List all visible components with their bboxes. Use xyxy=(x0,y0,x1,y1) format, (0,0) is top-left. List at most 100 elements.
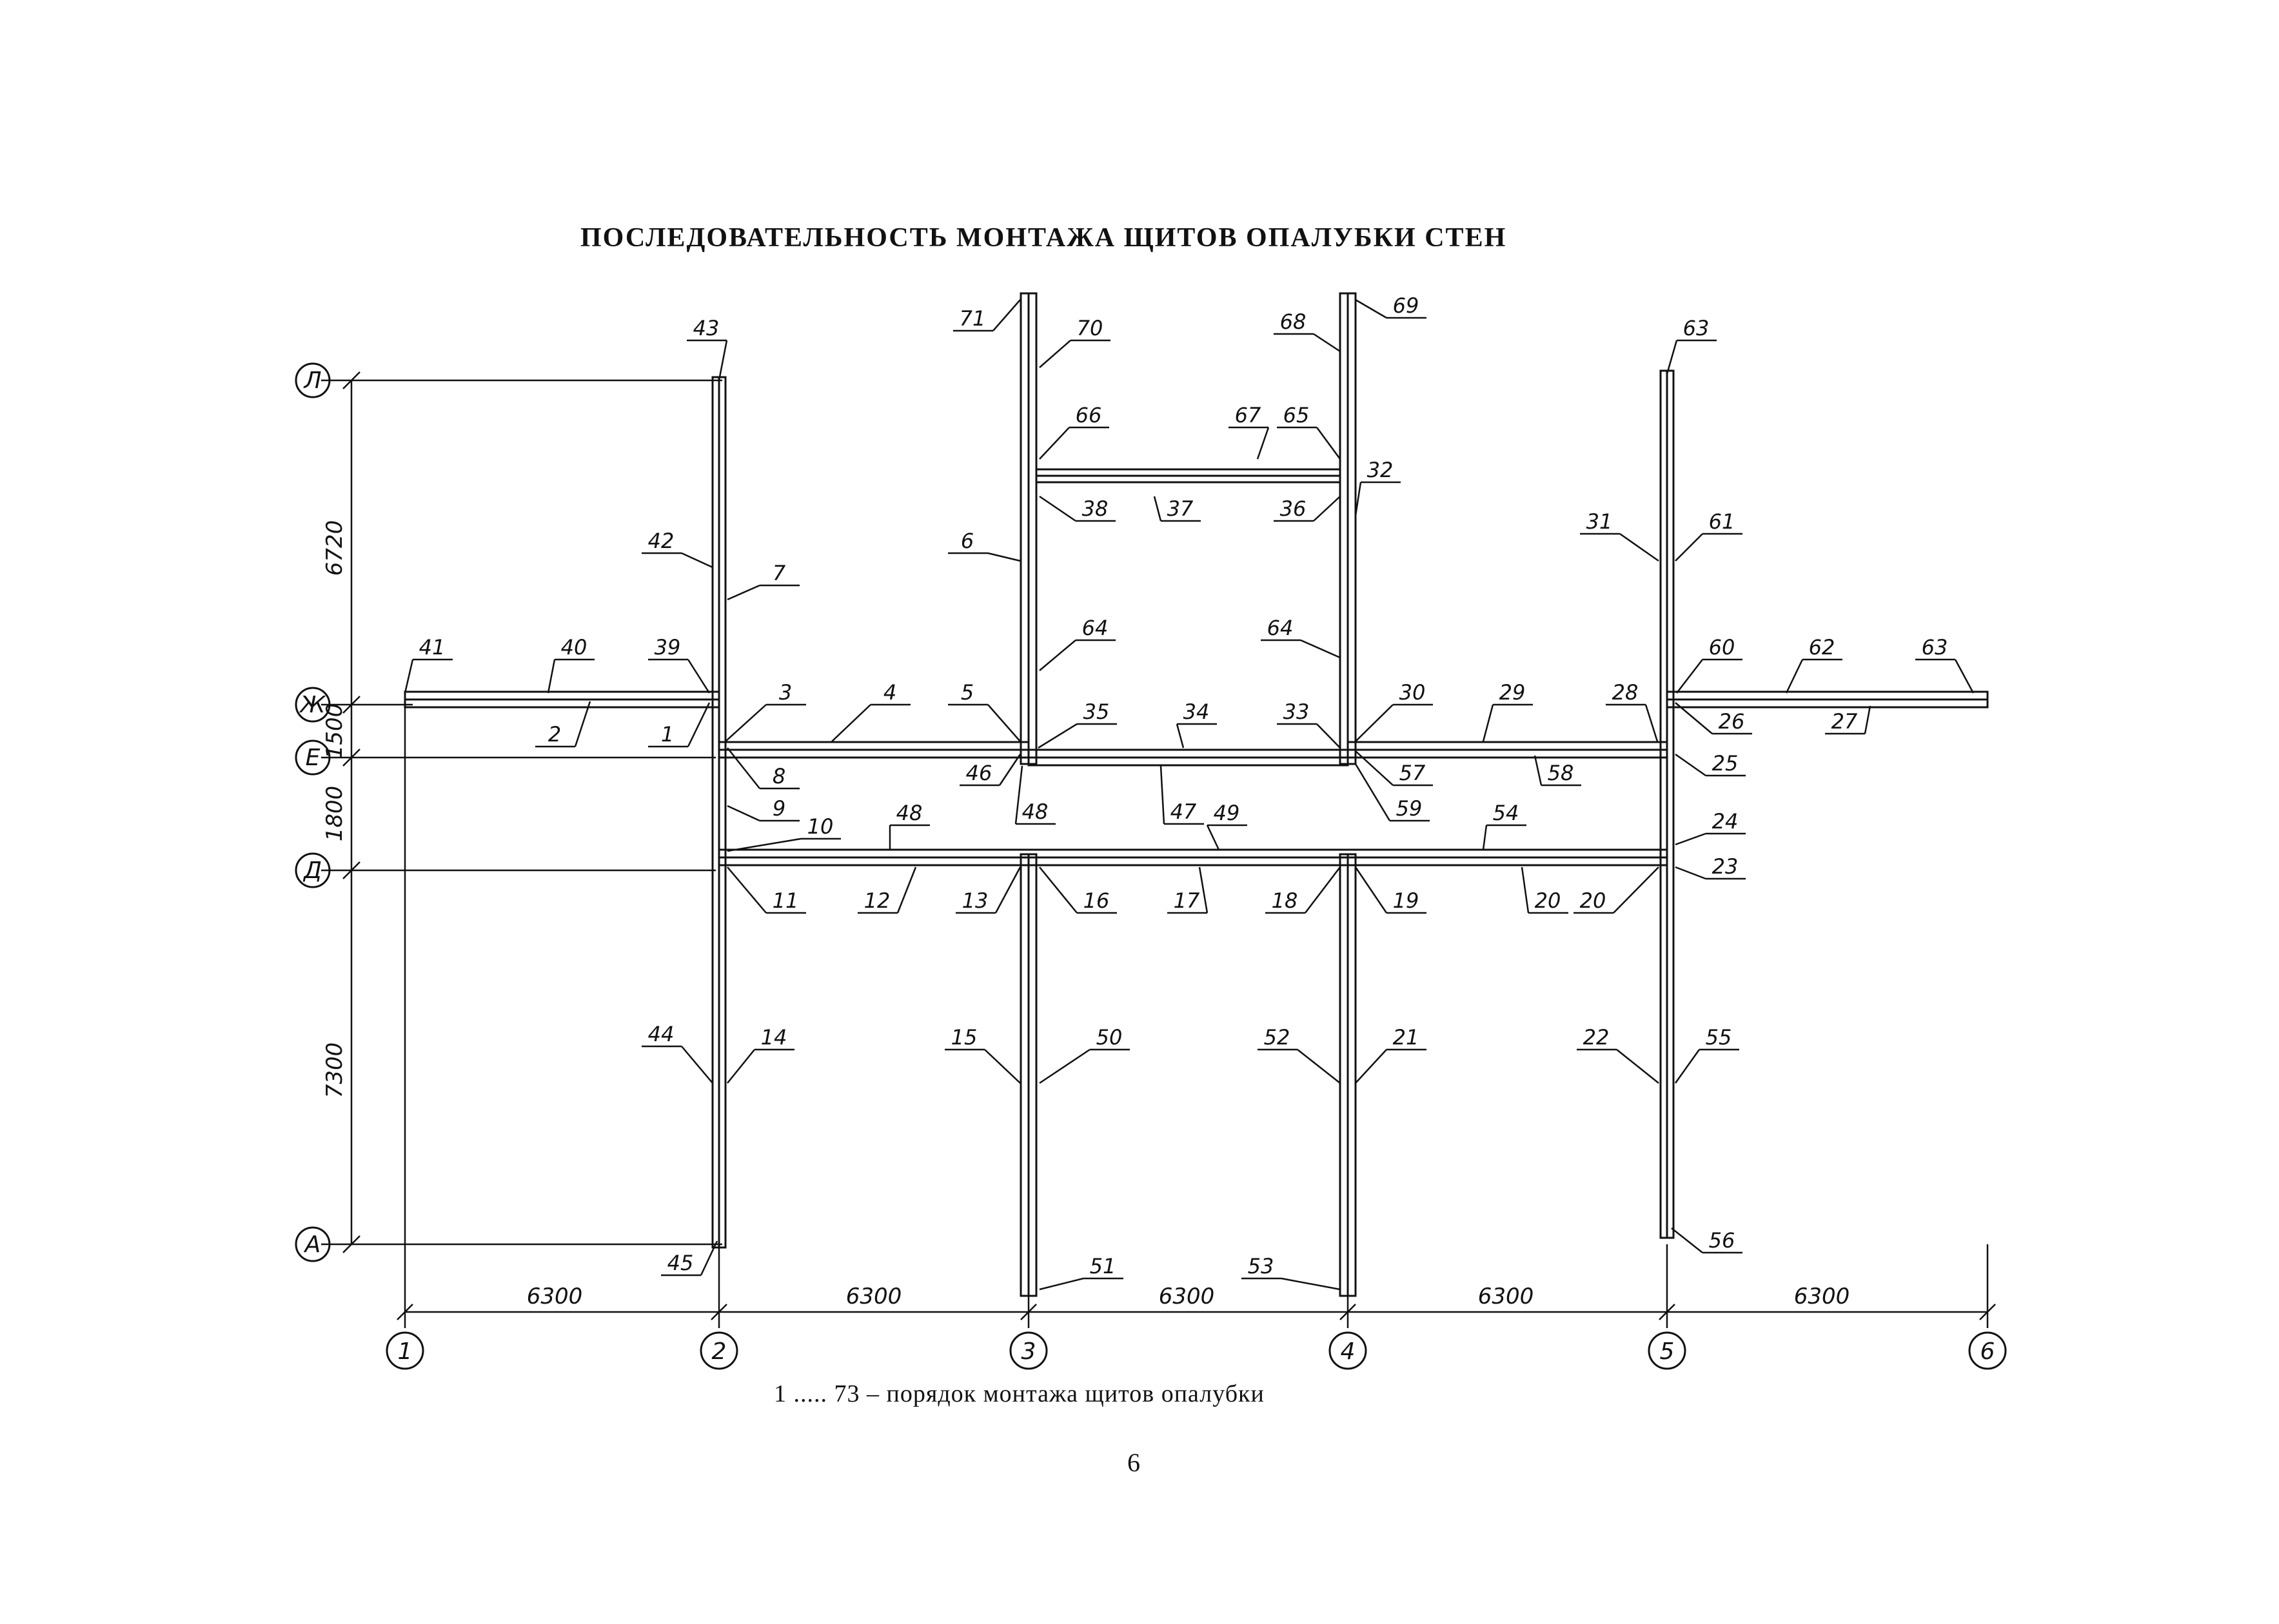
svg-text:А: А xyxy=(304,1231,321,1258)
panel-number-label: 32 xyxy=(1367,458,1394,482)
axis-6-bubble: 6 xyxy=(1968,1331,2007,1370)
panel-number-label: 23 xyxy=(1712,854,1739,879)
panel-number-label: 44 xyxy=(648,1022,675,1046)
panel-number-label: 59 xyxy=(1396,796,1423,821)
dimension-vertical: 1500 xyxy=(322,703,348,759)
svg-text:5: 5 xyxy=(1660,1338,1675,1365)
axis-row-bubble: Д xyxy=(295,852,331,888)
panel-number-label: 43 xyxy=(693,316,720,340)
panel-number-label: 48 xyxy=(1022,799,1049,824)
dimension-lines xyxy=(321,371,1996,1328)
wall-upper-box xyxy=(1035,468,1341,484)
svg-text:1: 1 xyxy=(398,1338,413,1365)
axis-2-bubble: 2 xyxy=(700,1331,738,1370)
panel-number-label: 24 xyxy=(1712,809,1739,834)
panel-number-label: 66 xyxy=(1076,403,1102,427)
leader-lines xyxy=(404,298,1975,1291)
wall-axis-3-lower xyxy=(1020,853,1038,1297)
panel-number-label: 40 xyxy=(561,635,587,660)
panel-number-label: 39 xyxy=(655,635,681,660)
panel-number-label: 30 xyxy=(1399,680,1426,705)
panel-number-label: 70 xyxy=(1077,316,1103,340)
panel-number-label: 7 xyxy=(773,561,786,585)
panel-number-label: 6 xyxy=(961,529,974,553)
dimension-horizontal: 6300 xyxy=(527,1284,583,1309)
panel-number-label: 16 xyxy=(1083,888,1110,913)
panel-number-label: 20 xyxy=(1535,888,1561,913)
panel-number-label: 46 xyxy=(966,761,992,785)
panel-number-label: 51 xyxy=(1090,1254,1116,1278)
panel-number-label: 54 xyxy=(1493,801,1519,825)
panel-number-label: 67 xyxy=(1235,403,1261,427)
panel-number-label: 28 xyxy=(1612,680,1639,705)
wall-axis-3-upper xyxy=(1020,292,1038,765)
panel-number-label: 20 xyxy=(1580,888,1606,913)
axis-row-bubble: Л xyxy=(295,362,331,398)
panel-number-label: 5 xyxy=(961,680,974,705)
panel-number-label: 42 xyxy=(648,529,675,553)
panel-number-label: 31 xyxy=(1586,509,1613,534)
wall-panels xyxy=(404,292,1989,1297)
dimension-horizontal: 6300 xyxy=(1159,1284,1215,1309)
svg-text:3: 3 xyxy=(1021,1338,1036,1365)
axis-5-bubble: 5 xyxy=(1648,1331,1686,1370)
svg-text:4: 4 xyxy=(1341,1338,1356,1365)
panel-number-label: 55 xyxy=(1706,1025,1732,1050)
panel-number-label: 17 xyxy=(1174,888,1200,913)
wall-row-d xyxy=(718,848,1668,866)
panel-number-label: 27 xyxy=(1831,709,1858,734)
axis-4-bubble: 4 xyxy=(1328,1331,1367,1370)
panel-number-label: 10 xyxy=(807,814,834,839)
axis-1-bubble: 1 xyxy=(386,1331,424,1370)
panel-number-label: 62 xyxy=(1809,635,1835,660)
panel-number-label: 21 xyxy=(1393,1025,1419,1050)
axis-row-bubble: Ж xyxy=(295,687,331,723)
panel-number-label: 50 xyxy=(1096,1025,1123,1050)
page-number: 6 xyxy=(1127,1448,1140,1477)
panel-number-label: 12 xyxy=(864,888,891,913)
panel-number-label: 71 xyxy=(960,306,986,331)
panel-number-label: 41 xyxy=(419,635,446,660)
wall-axis-4-lower xyxy=(1339,853,1357,1297)
wall-row-e-left xyxy=(718,741,1030,759)
panel-number-label: 1 xyxy=(661,722,674,747)
panel-number-label: 8 xyxy=(773,764,785,788)
panel-number-label: 2 xyxy=(548,722,561,747)
panel-number-label: 3 xyxy=(779,680,792,705)
panel-number-label: 33 xyxy=(1283,699,1310,724)
panel-number-label: 48 xyxy=(896,801,923,825)
panel-number-label: 22 xyxy=(1583,1025,1610,1050)
dimension-horizontal: 6300 xyxy=(1794,1284,1850,1309)
panel-number-label: 57 xyxy=(1399,761,1426,785)
wall-axis-4-upper xyxy=(1339,292,1357,765)
panel-number-label: 38 xyxy=(1082,496,1109,521)
panel-number-label: 64 xyxy=(1082,616,1109,640)
panel-number-label: 52 xyxy=(1264,1025,1290,1050)
panel-number-label: 37 xyxy=(1167,496,1194,521)
wall-row-e-right xyxy=(1347,741,1668,759)
panel-number-label: 58 xyxy=(1548,761,1574,785)
axis-row-bubble: А xyxy=(295,1226,331,1262)
panel-number-label: 26 xyxy=(1719,709,1745,734)
panel-number-label: 61 xyxy=(1709,509,1735,534)
panel-number-label: 68 xyxy=(1280,309,1307,334)
panel-number-label: 11 xyxy=(773,888,799,913)
dimension-horizontal: 6300 xyxy=(846,1284,902,1309)
panel-number-label: 65 xyxy=(1283,403,1310,427)
wall-row-zh-right xyxy=(1666,690,1989,709)
dimension-vertical: 1800 xyxy=(322,786,348,842)
svg-text:Ж: Ж xyxy=(299,692,327,718)
wall-axis-2 xyxy=(711,376,727,1249)
panel-number-label: 63 xyxy=(1683,316,1710,340)
panel-number-label: 69 xyxy=(1393,293,1419,318)
panel-number-label: 53 xyxy=(1248,1254,1274,1278)
dimension-vertical: 6720 xyxy=(322,520,348,576)
panel-number-label: 47 xyxy=(1170,799,1197,824)
svg-text:6: 6 xyxy=(1980,1338,1995,1365)
panel-number-label: 29 xyxy=(1499,680,1526,705)
panel-number-label: 14 xyxy=(761,1025,787,1050)
panel-number-label: 56 xyxy=(1709,1228,1735,1253)
svg-text:Л: Л xyxy=(302,367,321,394)
